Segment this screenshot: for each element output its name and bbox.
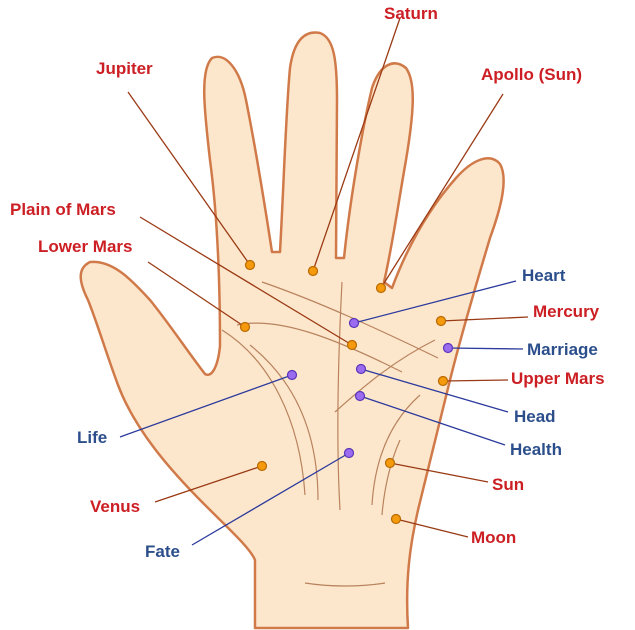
plain-of-mars-dot <box>346 339 358 351</box>
palm-creases <box>221 281 439 587</box>
mount-leaders <box>127 17 529 538</box>
apollo-dot <box>375 282 387 294</box>
plain-of-mars-label: Plain of Mars <box>10 200 116 219</box>
health-label: Health <box>510 440 562 459</box>
sun-label: Sun <box>492 475 524 494</box>
moon-label: Moon <box>471 528 516 547</box>
fate-label: Fate <box>145 542 180 561</box>
sun-dot <box>384 457 396 469</box>
mount-labels: Saturn Jupiter Apollo (Sun) Plain of Mar… <box>10 4 605 547</box>
venus-dot <box>256 460 268 472</box>
hand-outline <box>79 31 505 630</box>
line-leaders <box>119 280 524 546</box>
saturn-label: Saturn <box>384 4 438 23</box>
life-label: Life <box>77 428 107 447</box>
moon-dot <box>390 513 402 525</box>
head-label: Head <box>514 407 556 426</box>
life-dot <box>286 369 298 381</box>
marriage-label: Marriage <box>527 340 598 359</box>
head-dot <box>355 363 367 375</box>
apollo-label: Apollo (Sun) <box>481 65 582 84</box>
venus-label: Venus <box>90 497 140 516</box>
saturn-dot <box>307 265 319 277</box>
fate-dot <box>343 447 355 459</box>
upper-mars-label: Upper Mars <box>511 369 605 388</box>
marriage-dot <box>442 342 454 354</box>
upper-mars-dot <box>437 375 449 387</box>
line-labels: Heart Marriage Head Health Life Fate <box>77 266 598 561</box>
lower-mars-dot <box>239 321 251 333</box>
heart-dot <box>348 317 360 329</box>
health-dot <box>354 390 366 402</box>
mount-dots <box>239 259 449 525</box>
heart-label: Heart <box>522 266 566 285</box>
jupiter-label: Jupiter <box>96 59 153 78</box>
mercury-label: Mercury <box>533 302 600 321</box>
lower-mars-label: Lower Mars <box>38 237 132 256</box>
jupiter-dot <box>244 259 256 271</box>
mercury-dot <box>435 315 447 327</box>
line-dots <box>286 317 454 459</box>
